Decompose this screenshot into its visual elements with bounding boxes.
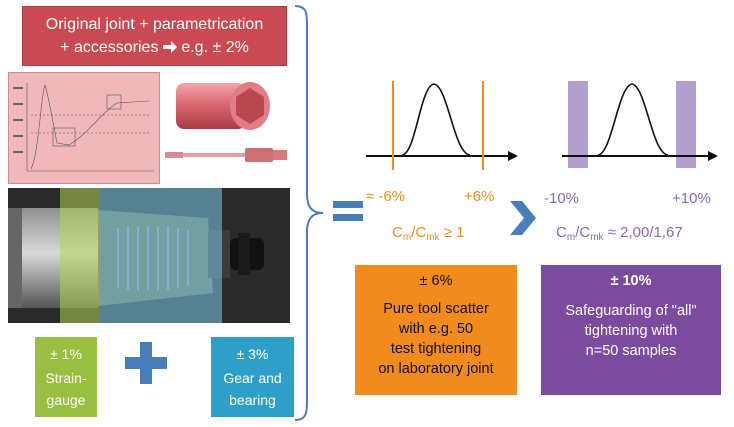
socket-image — [172, 75, 276, 137]
arrow-right-icon — [162, 41, 177, 53]
strain-gauge-box: ± 1% Strain- gauge — [35, 337, 97, 417]
right-min-label: -10% — [544, 190, 580, 207]
header-line-2a: + accessories — [60, 39, 163, 56]
header-box: Original joint + parametrication + acces… — [22, 6, 287, 66]
right-cm-formula: Cm/Cmk ≈ 2,00/1,67 — [556, 224, 683, 243]
gear-bearing-overlay — [100, 188, 222, 323]
extension-bit-image — [165, 140, 295, 170]
safeguarding-pct: ± 10% — [610, 273, 652, 289]
tool-scatter-line-2: with e.g. 50 — [398, 321, 474, 337]
left-min-label: ≈ -6% — [366, 188, 406, 205]
safeguard-distribution — [562, 76, 718, 176]
gear-bearing-line-1: Gear and — [223, 370, 282, 386]
safeguarding-line-3: n=50 samples — [585, 343, 677, 359]
chevron-right-icon — [510, 201, 536, 235]
gear-bearing-box: ± 3% Gear and bearing — [211, 337, 294, 417]
tool-scatter-distribution — [366, 76, 518, 176]
right-brace — [293, 4, 325, 422]
gear-bearing-pct: ± 3% — [236, 346, 269, 362]
strain-gauge-line-2: gauge — [46, 392, 86, 408]
header-line-2: + accessories e.g. ± 2% — [23, 36, 286, 59]
safeguarding-line-2: tightening with — [584, 323, 678, 339]
tool-scatter-line-1: Pure tool scatter — [383, 301, 489, 317]
screwdriver-photo — [8, 188, 290, 323]
header-line-1: Original joint + parametrication — [45, 16, 264, 33]
strain-gauge-pct: ± 1% — [50, 346, 82, 362]
header-line-2b: e.g. ± 2% — [176, 39, 249, 56]
tool-scatter-pct: ± 6% — [419, 273, 453, 289]
tool-scatter-line-3: test tightening — [390, 341, 482, 357]
gear-bearing-line-2: bearing — [229, 392, 276, 408]
strain-gauge-line-1: Strain- — [45, 370, 87, 386]
tool-scatter-line-4: on laboratory joint — [378, 361, 494, 377]
plus-icon — [123, 340, 169, 386]
torque-datasheet-image — [8, 72, 160, 184]
safeguarding-line-1: Safeguarding of "all" — [565, 303, 697, 319]
right-max-label: +10% — [672, 190, 711, 207]
safeguarding-box: ± 10% Safeguarding of "all" tightening w… — [541, 265, 721, 395]
strain-gauge-overlay — [60, 188, 100, 323]
tool-scatter-box: ± 6% Pure tool scatter with e.g. 50 test… — [355, 265, 517, 395]
left-cm-formula: Cm/Cmk ≥ 1 — [392, 224, 465, 243]
left-max-label: +6% — [464, 188, 495, 205]
equals-icon — [333, 199, 363, 223]
